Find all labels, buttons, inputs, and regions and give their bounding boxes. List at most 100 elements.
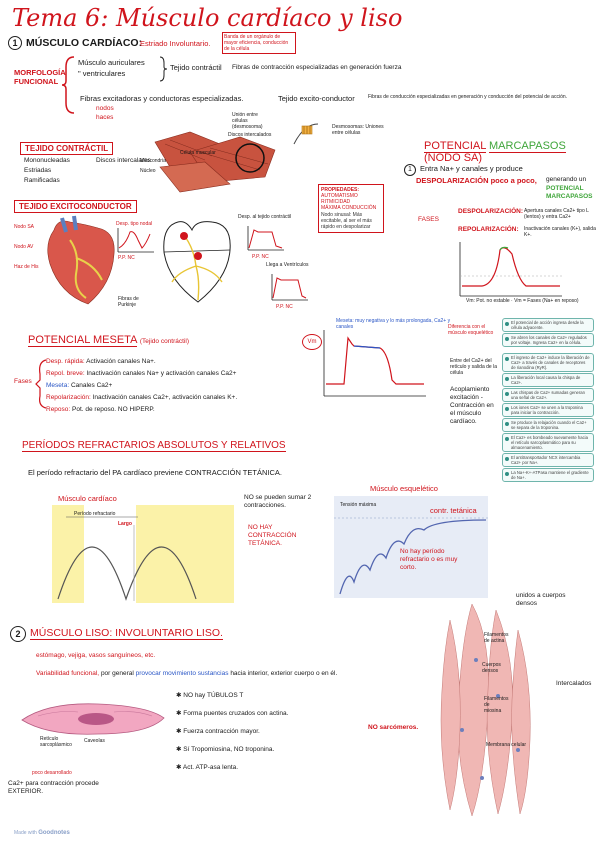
smooth-bullet: ✱ Fuerza contracción mayor. [176, 728, 260, 736]
marcapasos-number: 1 [404, 164, 416, 176]
smooth-bullet-text: Forma puentes cruzados con actina. [183, 710, 289, 717]
footer-badge: Made with Goodnotes [14, 830, 70, 836]
fase-4: Repolarización: Inactivación canales Ca2… [46, 394, 237, 402]
vm-badge: Vm [302, 334, 322, 350]
smooth-bullet-text: Act. ATP-asa lenta. [182, 764, 239, 771]
brace-icon [61, 56, 75, 114]
fase-3: Meseta: Canales Ca2+ [46, 382, 112, 390]
side-note-1: Diferencia con el músculo esquelético [448, 324, 494, 336]
fase-1: Desp. rápida: Activación canales Na+. [46, 358, 156, 366]
fig-label-celula: Célula muscular [180, 150, 216, 156]
repol-text: Inactivación canales (K+), salida K+. [524, 226, 596, 238]
lbl-actina: Filamentos de actina [484, 632, 509, 644]
brace-icon [35, 359, 47, 409]
prop-automatismo: AUTOMATISMO [321, 193, 358, 199]
meseta-title: POTENCIAL MESETA (Tejido contráctil) [28, 334, 189, 347]
ec-step: Los iones Ca2+ se unen a la troponina pa… [502, 403, 594, 417]
fase-5: Reposo: Pot. de reposo. NO HIPERP. [46, 406, 155, 414]
repol-label: REPOLARIZACIÓN: [458, 226, 519, 233]
fase-3-text: Canales Ca2+ [70, 382, 113, 389]
section-subtitle: Estriado Involuntario. [140, 39, 211, 48]
nodal-graph [117, 228, 154, 253]
smooth-bullet-text: Fuerza contracción mayor. [183, 728, 260, 735]
heart-conduction-diagram [163, 221, 231, 303]
fibras-conduccion-desc: Fibras de conducción especializadas en g… [368, 94, 568, 100]
smooth-bullet: ✱ NO hay TÚBULOS T [176, 692, 243, 700]
smooth-func-c: provocar movimiento sustancias [135, 670, 229, 677]
graph3-label: Llega a Ventrículos [266, 262, 309, 268]
skeletal-tetanic-panel [334, 496, 488, 598]
smooth-cell-illustration [21, 703, 165, 735]
side-note-2: Entre del Ca2+ del retículo y salida de … [450, 358, 497, 376]
ec-step: El antitransportador NCX intercambia Ca2… [502, 453, 594, 467]
smooth-func-b: por general [100, 670, 134, 677]
footer-brand: Goodnotes [38, 830, 70, 836]
ec-step: Se abren los canales de Ca2+ regulados p… [502, 333, 594, 347]
meseta-fases-label: Fases [14, 378, 32, 385]
ec-step: El Ca2+ es bombeado nuevamente hacia el … [502, 433, 594, 452]
no-tetanica-note: NO HAY CONTRACCIÓN TETÁNICA. [248, 524, 297, 547]
poco-desarrollado: poco desarrollado [32, 770, 72, 776]
fases-label: FASES [418, 216, 439, 223]
lbl-miosina: Filamentos de miosina [484, 696, 509, 714]
prop-ritmicidad: RITMICIDAD [321, 199, 351, 205]
meseta-title-1: POTENCIAL MESETA [28, 334, 137, 347]
asterisk-icon: ✱ [176, 710, 184, 717]
marcapasos-l3: POTENCIAL MARCAPASOS [546, 185, 593, 200]
propiedades-title: PROPIEDADES: [321, 187, 360, 193]
smooth-heading: MÚSCULO LISO: INVOLUNTARIO LISO. [30, 627, 223, 640]
smooth-heading-text: MÚSCULO LISO: INVOLUNTARIO LISO. [30, 627, 223, 640]
graph2-label: Desp. al tejido contráctil [238, 214, 292, 220]
section-number: 2 [10, 626, 26, 642]
ec-step: Las chispas de Ca2+ sumadas generan una … [502, 388, 594, 402]
fig-label-union: Unión entre células (desmosoma) [232, 112, 263, 130]
fig-label-discos: Discos intercalados [228, 132, 272, 138]
item-discos: Discos intercalares [96, 157, 151, 164]
page-title: Tema 6: Músculo cardíaco y liso [12, 4, 403, 32]
reticulo-label: Retículo sarcoplásmico [40, 736, 72, 748]
smooth-bullet: ✱ Sí Tropomiosina, NO troponina. [176, 746, 274, 754]
fase-1-text: Activación canales Na+. [86, 358, 156, 365]
ec-step: El potencial de acción ingresa desde la … [502, 318, 594, 332]
fase-5-text: Pot. de reposo. NO HIPERP. [72, 406, 155, 413]
pacemaker-graph [459, 242, 562, 297]
marcapasos-title-2: MARCAPASOS [489, 140, 566, 153]
note-box: Banda de un orgánulo de mayor eficiencia… [222, 32, 296, 54]
tejido-contractil-label: Tejido contráctil [170, 63, 222, 72]
smooth-func-a: Variabilidad funcional, [36, 670, 100, 677]
smooth-tissue-illustration [440, 603, 531, 817]
smooth-bullet-text: NO hay TÚBULOS T [183, 692, 244, 699]
ec-step: La liberación local causa la chispa de C… [502, 373, 594, 387]
graph1-label: Desp. tipo nodal [116, 221, 153, 227]
ec-step: El ingreso de Ca2+ induce la liberación … [502, 353, 594, 372]
largo-label: Largo [118, 521, 132, 527]
tejido-excito-title: TEJIDO EXCITOCONDUCTOR [14, 200, 137, 213]
fase-1-label: Desp. rápida: [46, 358, 85, 365]
marcapasos-title-1: POTENCIAL [424, 140, 486, 153]
meseta-graph-note: Meseta: muy negativa y lo más prolongada… [336, 318, 451, 330]
lbl-membrana: Membrana celular [486, 742, 527, 748]
label-nodo-sa: Nodo SA [14, 224, 35, 230]
smooth-bullet: ✱ Forma puentes cruzados con actina. [176, 710, 288, 718]
marcapasos-foot: Vm: Pot. no estable · Vm = Fases (Na+ en… [466, 298, 579, 304]
fase-3-label: Meseta: [46, 382, 70, 389]
bullet-haces: haces [96, 114, 114, 121]
ventricle-graph [271, 274, 308, 301]
footer-made: Made with [14, 830, 37, 836]
refract-title: PERÍODOS REFRACTARIOS ABSOLUTOS Y RELATI… [22, 440, 286, 452]
asterisk-icon: ✱ [176, 728, 184, 735]
unidos-cuerpos-text: unidos a cuerpos densos [516, 592, 566, 607]
fase-4-label: Repolarización: [46, 394, 91, 401]
label-haz-his: Haz de His [14, 264, 39, 270]
fase-4-text: Inactivación canales Ca2+, activación ca… [92, 394, 238, 401]
smooth-function: Variabilidad funcional, por general prov… [36, 670, 337, 678]
asterisk-icon: ✱ [176, 764, 183, 771]
asterisk-icon: ✱ [176, 746, 184, 753]
ca-exterior: Ca2+ para contracción procede EXTERIOR. [8, 780, 99, 795]
fase-5-label: Reposo: [46, 406, 71, 413]
fig-label-nucleo: Núcleo [140, 168, 156, 174]
item-estriadas: Estriadas [24, 167, 52, 174]
item-mononucleadas: Mononucleadas [24, 157, 70, 164]
graph1-sub: P.P. NC [118, 255, 135, 261]
bullet-fibras: Fibras excitadoras y conductoras especia… [80, 94, 244, 103]
